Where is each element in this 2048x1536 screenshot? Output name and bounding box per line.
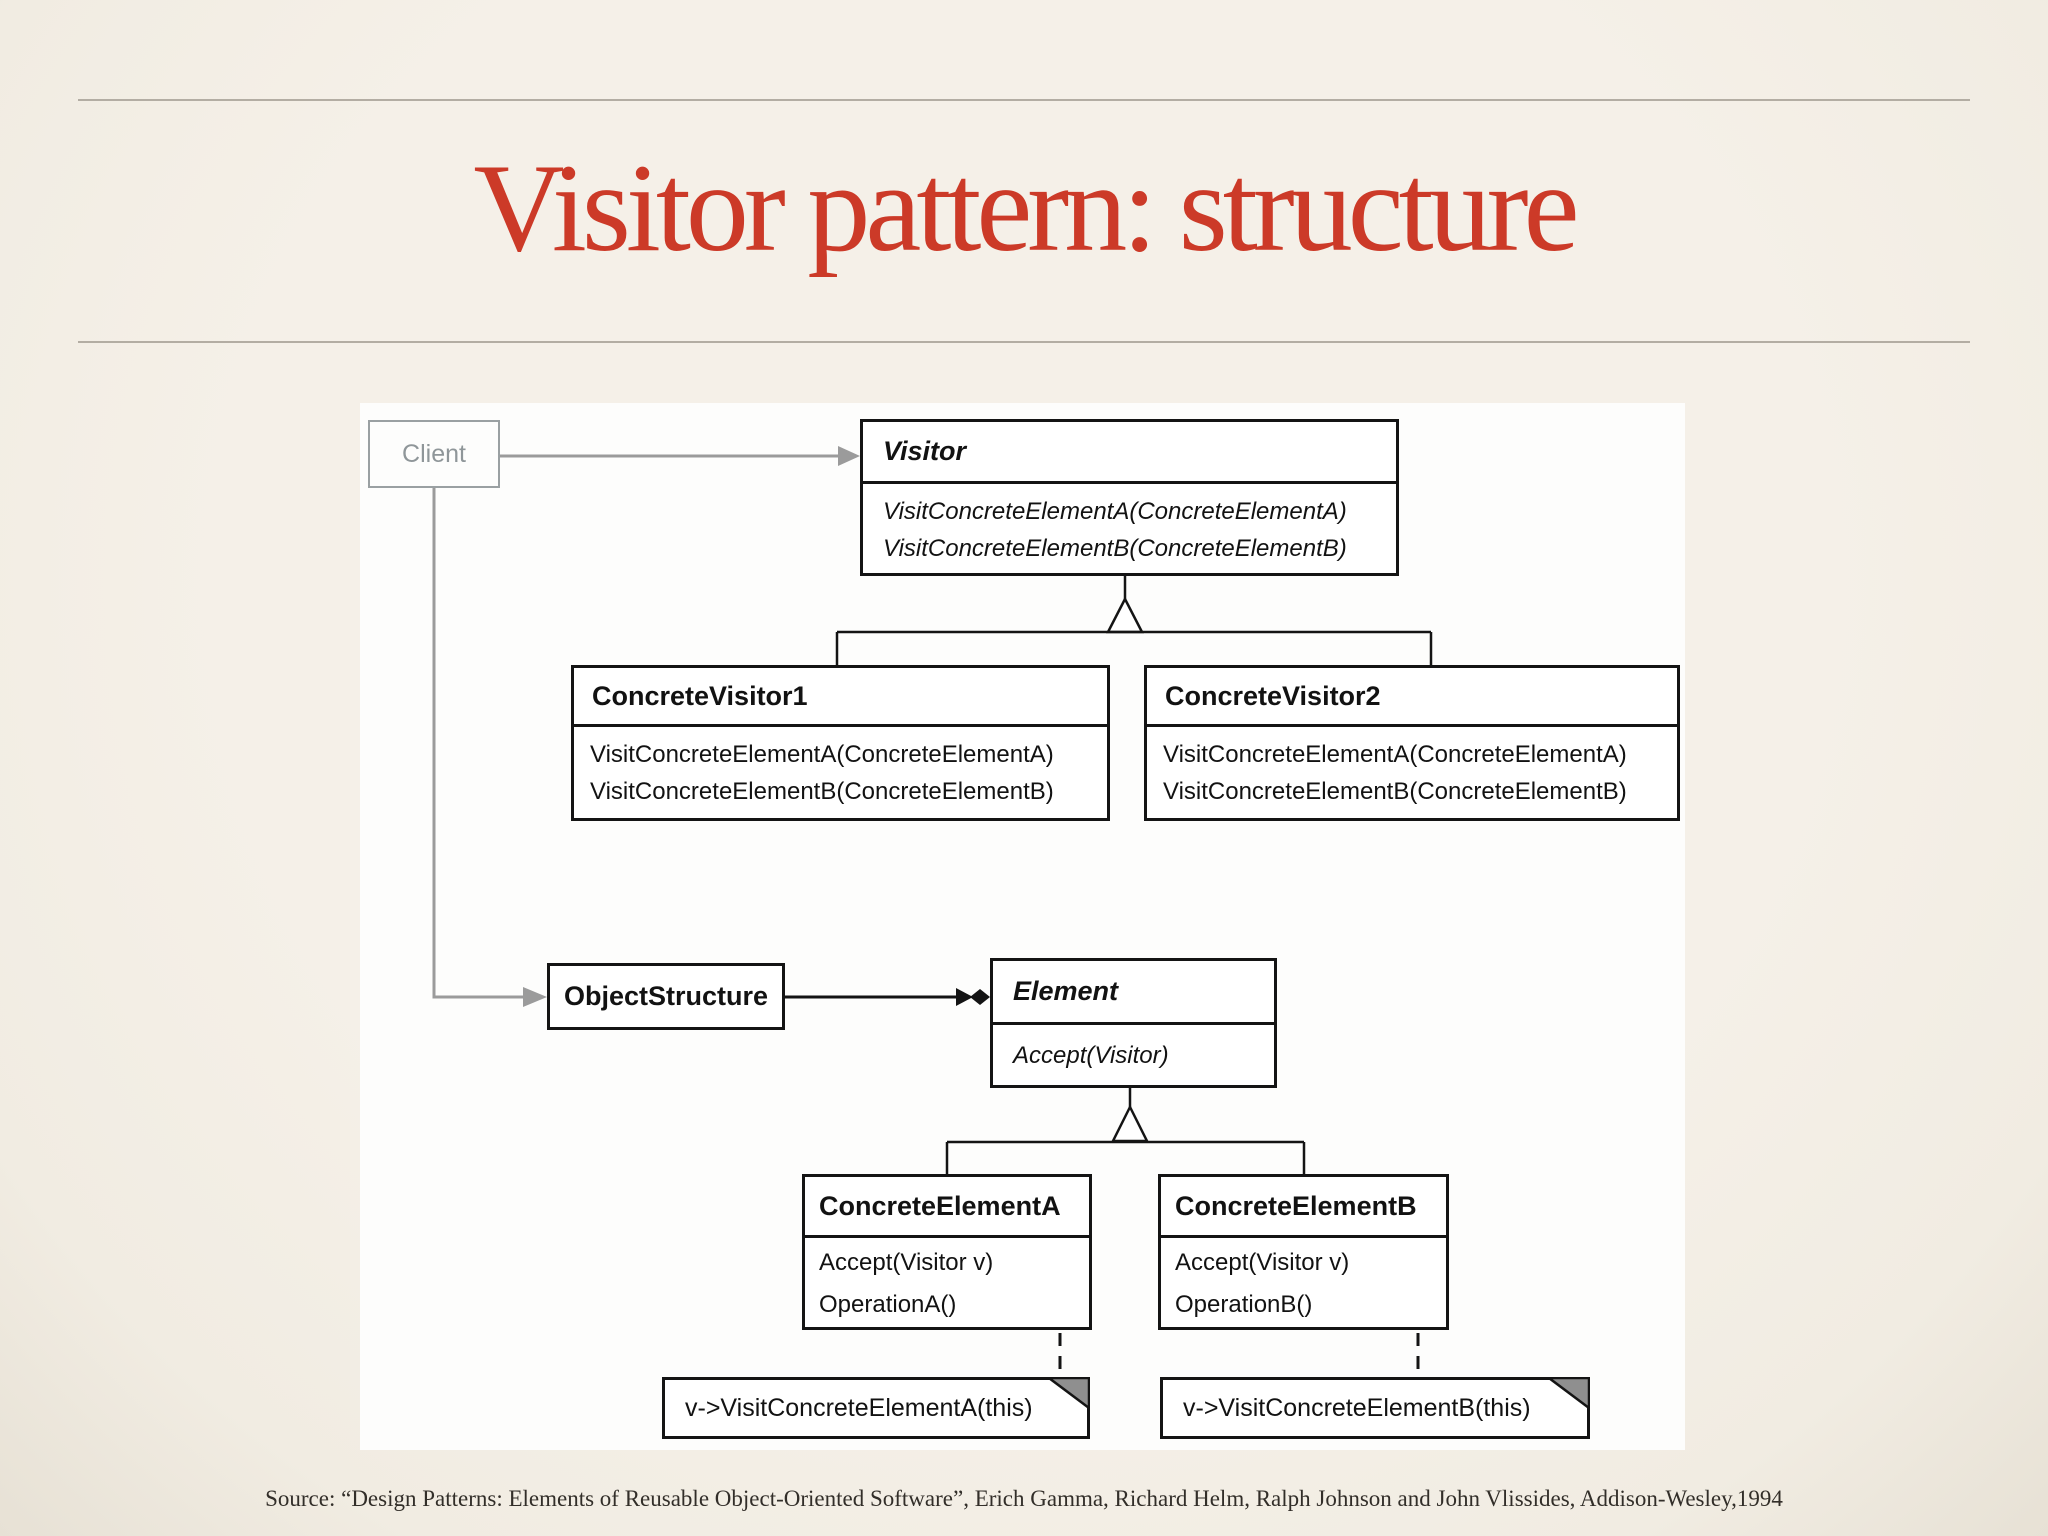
uml-method: Accept(Visitor v) bbox=[819, 1249, 994, 1276]
client-to-objectstructure-arrow bbox=[432, 488, 547, 1007]
uml-class-concrete-element-a: ConcreteElementA Accept(Visitor v) Opera… bbox=[802, 1174, 1092, 1330]
uml-class-concrete-visitor-2: ConcreteVisitor2 VisitConcreteElementA(C… bbox=[1144, 665, 1680, 821]
uml-class-concrete-visitor-1: ConcreteVisitor1 VisitConcreteElementA(C… bbox=[571, 665, 1110, 821]
uml-method-list: Accept(Visitor) bbox=[993, 1025, 1274, 1074]
uml-note-text: v->VisitConcreteElementA(this) bbox=[685, 1393, 1033, 1422]
client-to-visitor-arrow bbox=[500, 446, 860, 466]
arrowhead-icon bbox=[838, 446, 860, 466]
uml-method-list: VisitConcreteElementA(ConcreteElementA) … bbox=[1147, 727, 1677, 810]
inheritance-triangle-icon bbox=[1110, 1104, 1150, 1143]
uml-method-list: Accept(Visitor v) OperationB() bbox=[1161, 1238, 1446, 1326]
uml-method: OperationA() bbox=[819, 1291, 957, 1318]
uml-method: VisitConcreteElementA(ConcreteElementA) bbox=[883, 498, 1347, 525]
arrowhead-icon bbox=[523, 987, 547, 1007]
note-fold-icon bbox=[1045, 1376, 1091, 1411]
diamond-icon bbox=[970, 989, 990, 1005]
element-inheritance-connector bbox=[945, 1087, 1306, 1175]
uml-class-element: Element Accept(Visitor) bbox=[990, 958, 1277, 1088]
divider-line-bottom bbox=[78, 341, 1970, 343]
uml-method: Accept(Visitor) bbox=[1013, 1042, 1169, 1069]
uml-class-visitor: Visitor VisitConcreteElementA(ConcreteEl… bbox=[860, 419, 1399, 576]
uml-method: VisitConcreteElementA(ConcreteElementA) bbox=[1163, 741, 1627, 768]
slide-title: Visitor pattern: structure bbox=[473, 139, 1579, 278]
uml-class-object-structure: ObjectStructure bbox=[547, 963, 785, 1030]
objectstructure-to-element-link bbox=[785, 988, 990, 1006]
uml-class-name: Element bbox=[993, 961, 1274, 1025]
uml-class-name: Client bbox=[402, 439, 466, 468]
uml-class-concrete-element-b: ConcreteElementB Accept(Visitor v) Opera… bbox=[1158, 1174, 1449, 1330]
source-citation: Source: “Design Patterns: Elements of Re… bbox=[265, 1486, 1783, 1511]
uml-method: OperationB() bbox=[1175, 1291, 1313, 1318]
uml-method: VisitConcreteElementB(ConcreteElementB) bbox=[883, 535, 1347, 562]
uml-class-name: ConcreteElementB bbox=[1161, 1177, 1446, 1238]
arrowhead-icon bbox=[956, 988, 973, 1006]
uml-method-list: VisitConcreteElementA(ConcreteElementA) … bbox=[574, 727, 1107, 810]
uml-method-list: VisitConcreteElementA(ConcreteElementA) … bbox=[863, 484, 1396, 567]
uml-note-visit-b: v->VisitConcreteElementB(this) bbox=[1160, 1376, 1591, 1439]
uml-note-text: v->VisitConcreteElementB(this) bbox=[1183, 1393, 1531, 1422]
uml-class-client: Client bbox=[368, 420, 500, 488]
uml-class-name: ConcreteVisitor1 bbox=[574, 668, 1107, 727]
uml-note-visit-a: v->VisitConcreteElementA(this) bbox=[662, 1376, 1091, 1439]
uml-class-name: ConcreteElementA bbox=[805, 1177, 1089, 1238]
uml-method-list: Accept(Visitor v) OperationA() bbox=[805, 1238, 1089, 1326]
visitor-inheritance-connector bbox=[835, 576, 1433, 666]
uml-diagram-panel: Client Visitor VisitConcreteElementA(Con… bbox=[360, 403, 1685, 1450]
uml-method: VisitConcreteElementB(ConcreteElementB) bbox=[1163, 778, 1627, 805]
divider-line-top bbox=[78, 99, 1970, 101]
uml-method: Accept(Visitor v) bbox=[1175, 1249, 1350, 1276]
inheritance-triangle-icon bbox=[1105, 596, 1145, 634]
uml-method: VisitConcreteElementA(ConcreteElementA) bbox=[590, 741, 1054, 768]
uml-method: VisitConcreteElementB(ConcreteElementB) bbox=[590, 778, 1054, 805]
note-fold-icon bbox=[1545, 1376, 1591, 1411]
uml-class-name: ConcreteVisitor2 bbox=[1147, 668, 1677, 727]
uml-class-name: Visitor bbox=[863, 422, 1396, 484]
uml-class-name: ObjectStructure bbox=[564, 981, 769, 1011]
